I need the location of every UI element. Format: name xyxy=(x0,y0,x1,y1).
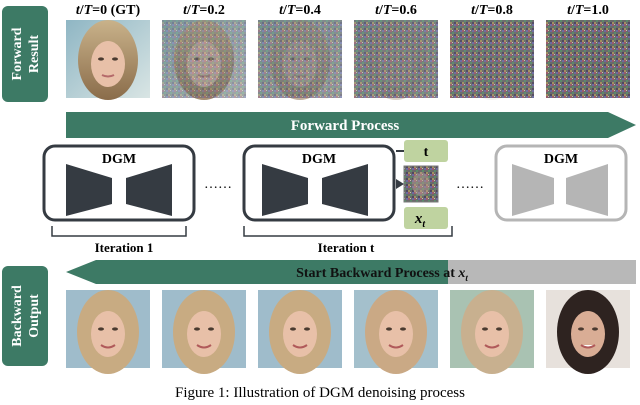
ellipsis-1: …… xyxy=(204,177,232,192)
backward-label-box xyxy=(2,266,48,366)
input-token-var: x xyxy=(414,211,423,227)
dgm-block-1: DGM xyxy=(42,144,196,222)
dgm-label-final: DGM xyxy=(544,152,578,167)
encoder-shape-1 xyxy=(66,164,112,216)
iteration-1-brace: Iteration 1 xyxy=(51,226,187,255)
backward-process-arrow: Start Backward Process at xt xyxy=(66,260,636,284)
figure-caption: Figure 1: Illustration of DGM denoising … xyxy=(175,385,465,400)
decoder-shape-t xyxy=(322,164,368,216)
forward-image xyxy=(354,20,438,100)
backward-image xyxy=(258,290,342,374)
time-token-label: t xyxy=(424,145,429,160)
forward-image xyxy=(546,20,630,98)
svg-text:xt: xt xyxy=(414,211,427,230)
ellipsis-2: …… xyxy=(456,177,484,192)
dgm-block-final: DGM xyxy=(494,144,628,222)
time-label: t/T=0.6 xyxy=(375,3,417,18)
encoder-shape-final xyxy=(512,164,554,216)
brace-t xyxy=(243,226,453,237)
decoder-shape-final xyxy=(566,164,608,216)
backward-image xyxy=(66,290,150,374)
forward-label-box xyxy=(2,6,48,102)
forward-image xyxy=(66,20,150,100)
backward-arrow-teal xyxy=(66,260,448,284)
backward-image xyxy=(450,290,534,374)
input-token-box xyxy=(404,207,448,229)
input-arrowhead xyxy=(396,179,404,189)
backward-image xyxy=(162,290,246,374)
decoder-shape-1 xyxy=(126,164,172,216)
backward-label-line2: Output xyxy=(27,294,42,338)
iteration-t-brace: Iteration t xyxy=(243,226,453,255)
time-token-box xyxy=(404,140,448,162)
backward-process-sub: t xyxy=(465,273,468,283)
backward-process-var: x xyxy=(457,266,465,281)
forward-image xyxy=(162,20,246,100)
time-label: t/T=0 (GT) xyxy=(76,3,141,18)
backward-side-label: Backward Output xyxy=(2,266,48,366)
dgm-block-t: DGM xyxy=(242,144,396,222)
backward-images xyxy=(66,290,630,374)
time-label: t/T=0.8 xyxy=(471,3,513,18)
iteration-1-label: Iteration 1 xyxy=(95,240,154,255)
backward-image xyxy=(354,290,438,374)
noisy-input-face xyxy=(412,172,430,196)
forward-images xyxy=(66,20,630,100)
backward-image xyxy=(546,290,630,374)
forward-image xyxy=(258,20,342,100)
forward-label-line2: Result xyxy=(27,35,42,73)
time-label: t/T=1.0 xyxy=(567,3,609,18)
forward-process-arrow: Forward Process xyxy=(66,112,636,138)
backward-arrow-gray xyxy=(448,260,636,284)
dgm-label-1: DGM xyxy=(102,152,136,167)
backward-process-label: Start Backward Process at xyxy=(296,266,458,281)
iteration-t-label: Iteration t xyxy=(318,240,375,255)
forward-process-label: Forward Process xyxy=(291,118,400,134)
time-labels: t/T=0 (GT) t/T=0.2 t/T=0.4 t/T=0.6 t/T=0.8 t/… xyxy=(76,3,609,18)
forward-arrow-shape xyxy=(66,112,636,138)
time-label: t/T=0.2 xyxy=(183,3,225,18)
forward-image xyxy=(450,20,534,100)
time-token: t xyxy=(404,140,448,162)
forward-label-line1: Forward xyxy=(10,27,25,80)
forward-side-label: Forward Result xyxy=(2,6,48,102)
svg-text:Start Backward Process at xt: Start Backward Process at xt xyxy=(296,266,468,283)
input-token-sub: t xyxy=(422,219,426,230)
encoder-shape-t xyxy=(262,164,308,216)
dgm-label-t: DGM xyxy=(302,152,336,167)
time-label: t/T=0.4 xyxy=(279,3,321,18)
backward-label-line1: Backward xyxy=(10,285,25,347)
brace-1 xyxy=(51,226,187,237)
input-token: xt xyxy=(404,207,448,230)
noisy-input-thumbnail xyxy=(403,165,439,203)
